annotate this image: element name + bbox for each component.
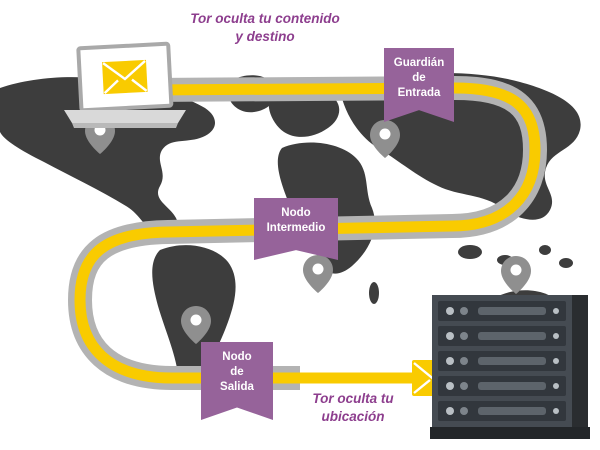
ribbon-middle-line: Nodo — [281, 207, 311, 219]
map-pin-icon — [501, 256, 531, 294]
ribbon-exit-line: Nodo — [222, 351, 252, 363]
ribbon-entry-line: de — [412, 72, 426, 85]
ribbon-middle-node: Nodo Intermedio — [254, 198, 338, 260]
tor-circuit-path — [74, 82, 541, 384]
ribbon-entry-line: Guardián — [393, 57, 445, 69]
caption-location: Tor oculta tu ubicación — [312, 391, 394, 425]
ribbon-exit-line: Salida — [220, 381, 254, 394]
server-unit — [438, 351, 566, 371]
server-unit — [438, 401, 566, 421]
server-rack-icon — [430, 295, 590, 439]
map-pin-icon — [181, 306, 211, 344]
laptop-with-message-icon — [64, 41, 186, 128]
ribbon-exit-line: de — [230, 366, 244, 379]
map-island-3 — [539, 245, 551, 255]
map-madagascar — [369, 282, 379, 304]
ribbon-entry-guard: Guardián de Entrada — [384, 48, 454, 122]
map-pin-icon — [303, 255, 333, 293]
server-unit — [438, 376, 566, 396]
map-island-1 — [458, 245, 482, 259]
server-unit — [438, 301, 566, 321]
map-pin-icon — [370, 120, 400, 158]
server-unit — [438, 326, 566, 346]
map-island-4 — [559, 258, 573, 268]
ribbon-entry-line: Entrada — [397, 87, 441, 100]
ribbon-middle-line: Intermedio — [266, 222, 326, 235]
caption-content-destination: Tor oculta tu contenido y destino — [190, 11, 340, 45]
ribbon-exit-node: Nodo de Salida — [201, 342, 273, 420]
